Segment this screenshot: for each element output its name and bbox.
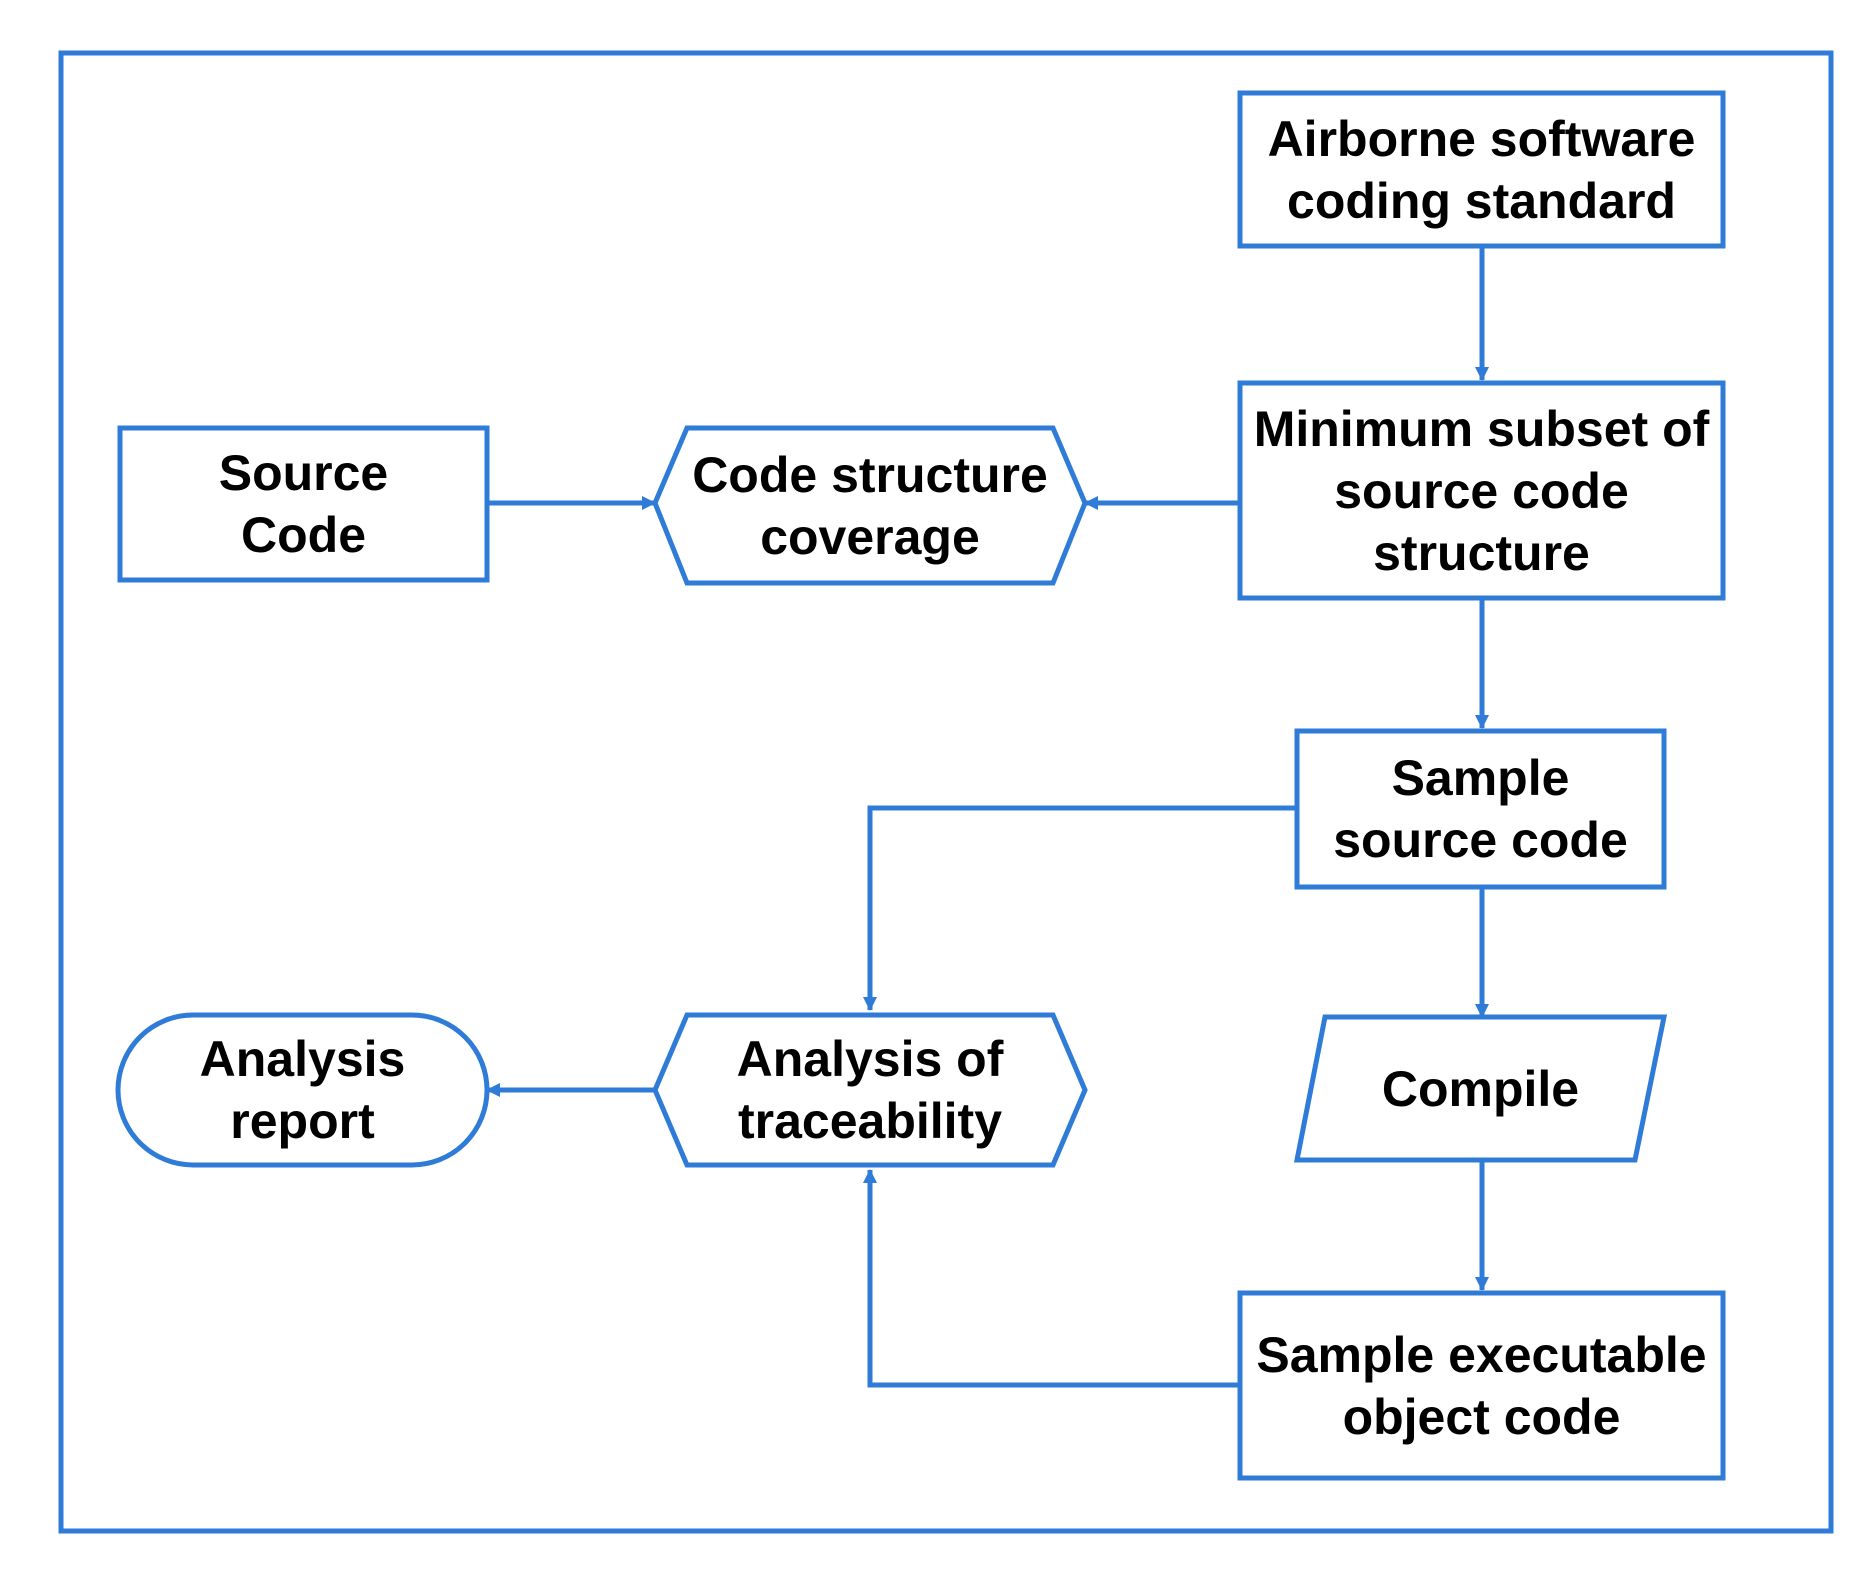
minimum-subset-box	[1237, 380, 1726, 601]
edge-sample-source-to-traceability	[863, 805, 1297, 1011]
code-structure-coverage-line-2: coverage	[760, 508, 980, 565]
analysis-report-label: Analysis report	[118, 1015, 487, 1165]
sample-source-code-line-2: source code	[1333, 812, 1628, 868]
minimum-subset-line-3: structure	[1373, 524, 1590, 581]
source-code-line-2: Code	[241, 507, 366, 563]
edge-executable-to-traceability	[863, 1169, 1240, 1388]
airborne-standard-label: Airborne software coding standard	[1240, 93, 1723, 246]
airborne-standard-line-1: Airborne software	[1267, 110, 1696, 167]
sample-executable-line-2: object code	[1342, 1388, 1621, 1445]
compile-label: Compile	[1297, 1017, 1664, 1160]
sample-source-code-box	[1294, 728, 1667, 890]
sample-executable-label: Sample executable object code	[1240, 1293, 1723, 1478]
analysis-report-line-1: Analysis	[199, 1031, 406, 1087]
analysis-traceability-label: Analysis of traceability	[655, 1015, 1085, 1165]
sample-source-code-line-1: Sample	[1391, 750, 1570, 806]
sample-executable-line-1: Sample executable	[1256, 1326, 1707, 1383]
compile-parallelogram	[1293, 1014, 1668, 1163]
analysis-traceability-line-1: Analysis of	[736, 1031, 1004, 1087]
analysis-report-line-2: report	[230, 1093, 375, 1149]
sample-executable-box	[1237, 1290, 1726, 1481]
airborne-standard-line-2: coding standard	[1287, 172, 1676, 229]
code-structure-coverage-line-1: Code structure	[692, 446, 1048, 503]
compile-line-1: Compile	[1381, 1060, 1580, 1117]
source-code-line-1: Source	[218, 445, 389, 501]
analysis-traceability-line-2: traceability	[737, 1093, 1002, 1149]
code-structure-coverage-hexagon	[652, 425, 1088, 586]
analysis-traceability-hexagon	[652, 1012, 1088, 1168]
minimum-subset-line-2: source code	[1334, 462, 1629, 519]
minimum-subset-line-1: Minimum subset of	[1253, 400, 1710, 457]
airborne-standard-box	[1237, 90, 1726, 249]
source-code-box	[117, 425, 490, 583]
source-code-label: Source Code	[120, 428, 487, 580]
outer-frame	[58, 50, 1834, 1534]
minimum-subset-label: Minimum subset of source code structure	[1240, 383, 1723, 598]
sample-source-code-label: Sample source code	[1297, 731, 1664, 887]
analysis-report-terminator	[115, 1012, 490, 1168]
code-structure-coverage-label: Code structure coverage	[655, 428, 1085, 583]
